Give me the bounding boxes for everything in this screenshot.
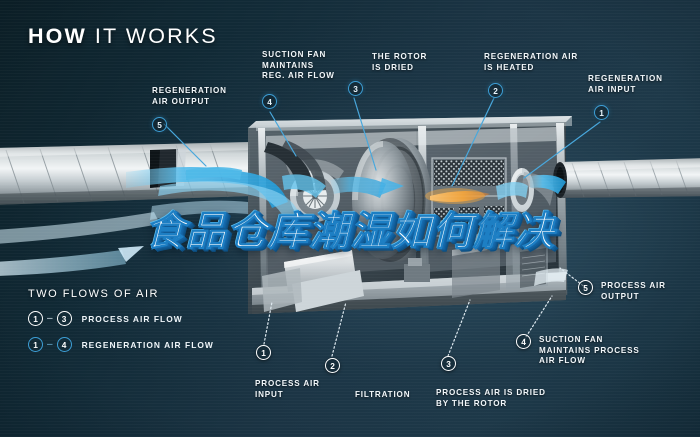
headline-overlay-chinese: 食品仓库潮湿如何解决	[145, 209, 555, 256]
callout-badge-suction-fan-process[interactable]: 4	[516, 334, 531, 349]
legend-title: TWO FLOWS OF AIR	[28, 288, 159, 300]
callout-badge-process-air-output[interactable]: 5	[578, 280, 593, 295]
legend-dash-process: –	[47, 312, 53, 324]
legend-row-process-air-flow: 1 – 3 PROCESS AIR FLOW	[28, 311, 214, 326]
page-title: HOW IT WORKS	[28, 24, 218, 49]
callout-label-process-air-dried: PROCESS AIR IS DRIED BY THE ROTOR	[436, 388, 546, 408]
callout-label-process-air-output: PROCESS AIR OUTPUT	[601, 281, 666, 301]
callout-label-the-rotor-is-dried: THE ROTOR IS DRIED	[372, 52, 428, 72]
callout-badge-process-air-dried[interactable]: 3	[441, 356, 456, 371]
legend-label-regeneration-air-flow: REGENERATION AIR FLOW	[81, 339, 214, 350]
legend-row-regeneration-air-flow: 1 – 4 REGENERATION AIR FLOW	[28, 337, 214, 352]
legend-badge-process-to: 3	[56, 311, 72, 326]
callout-label-suction-fan-process: SUCTION FAN MAINTAINS PROCESS AIR FLOW	[539, 335, 640, 366]
callout-badge-regeneration-air-input[interactable]: 1	[594, 105, 609, 120]
page-title-bold: HOW	[28, 24, 87, 48]
callout-badge-regeneration-air-heated[interactable]: 2	[488, 83, 503, 98]
callout-label-regeneration-air-heated: REGENERATION AIR IS HEATED	[484, 52, 579, 72]
legend-label-process-air-flow: PROCESS AIR FLOW	[81, 313, 183, 324]
legend-dash-regeneration: –	[47, 338, 53, 350]
legend: TWO FLOWS OF AIR 1 – 3 PROCESS AIR FLOW …	[28, 288, 214, 363]
callout-badge-the-rotor-is-dried[interactable]: 3	[348, 81, 363, 96]
callout-badge-filtration[interactable]: 2	[325, 358, 340, 373]
legend-badge-regeneration-to: 4	[56, 337, 72, 352]
callout-label-regeneration-air-input: REGENERATION AIR INPUT	[588, 74, 663, 94]
callout-label-filtration: FILTRATION	[355, 390, 411, 399]
callout-badge-regeneration-air-output[interactable]: 5	[152, 117, 167, 132]
callout-label-process-air-input: PROCESS AIR INPUT	[255, 379, 320, 399]
legend-badge-regeneration-from: 1	[28, 337, 43, 352]
callout-badge-process-air-input[interactable]: 1	[256, 345, 271, 360]
right-duct	[553, 158, 700, 198]
callout-label-suction-fan-reg: SUCTION FAN MAINTAINS REG. AIR FLOW	[262, 50, 335, 81]
page-title-light: IT WORKS	[94, 24, 218, 48]
callout-badge-suction-fan-reg[interactable]: 4	[262, 94, 277, 109]
callout-label-regeneration-air-output: REGENERATION AIR OUTPUT	[152, 86, 227, 106]
legend-badge-process-from: 1	[28, 311, 43, 326]
